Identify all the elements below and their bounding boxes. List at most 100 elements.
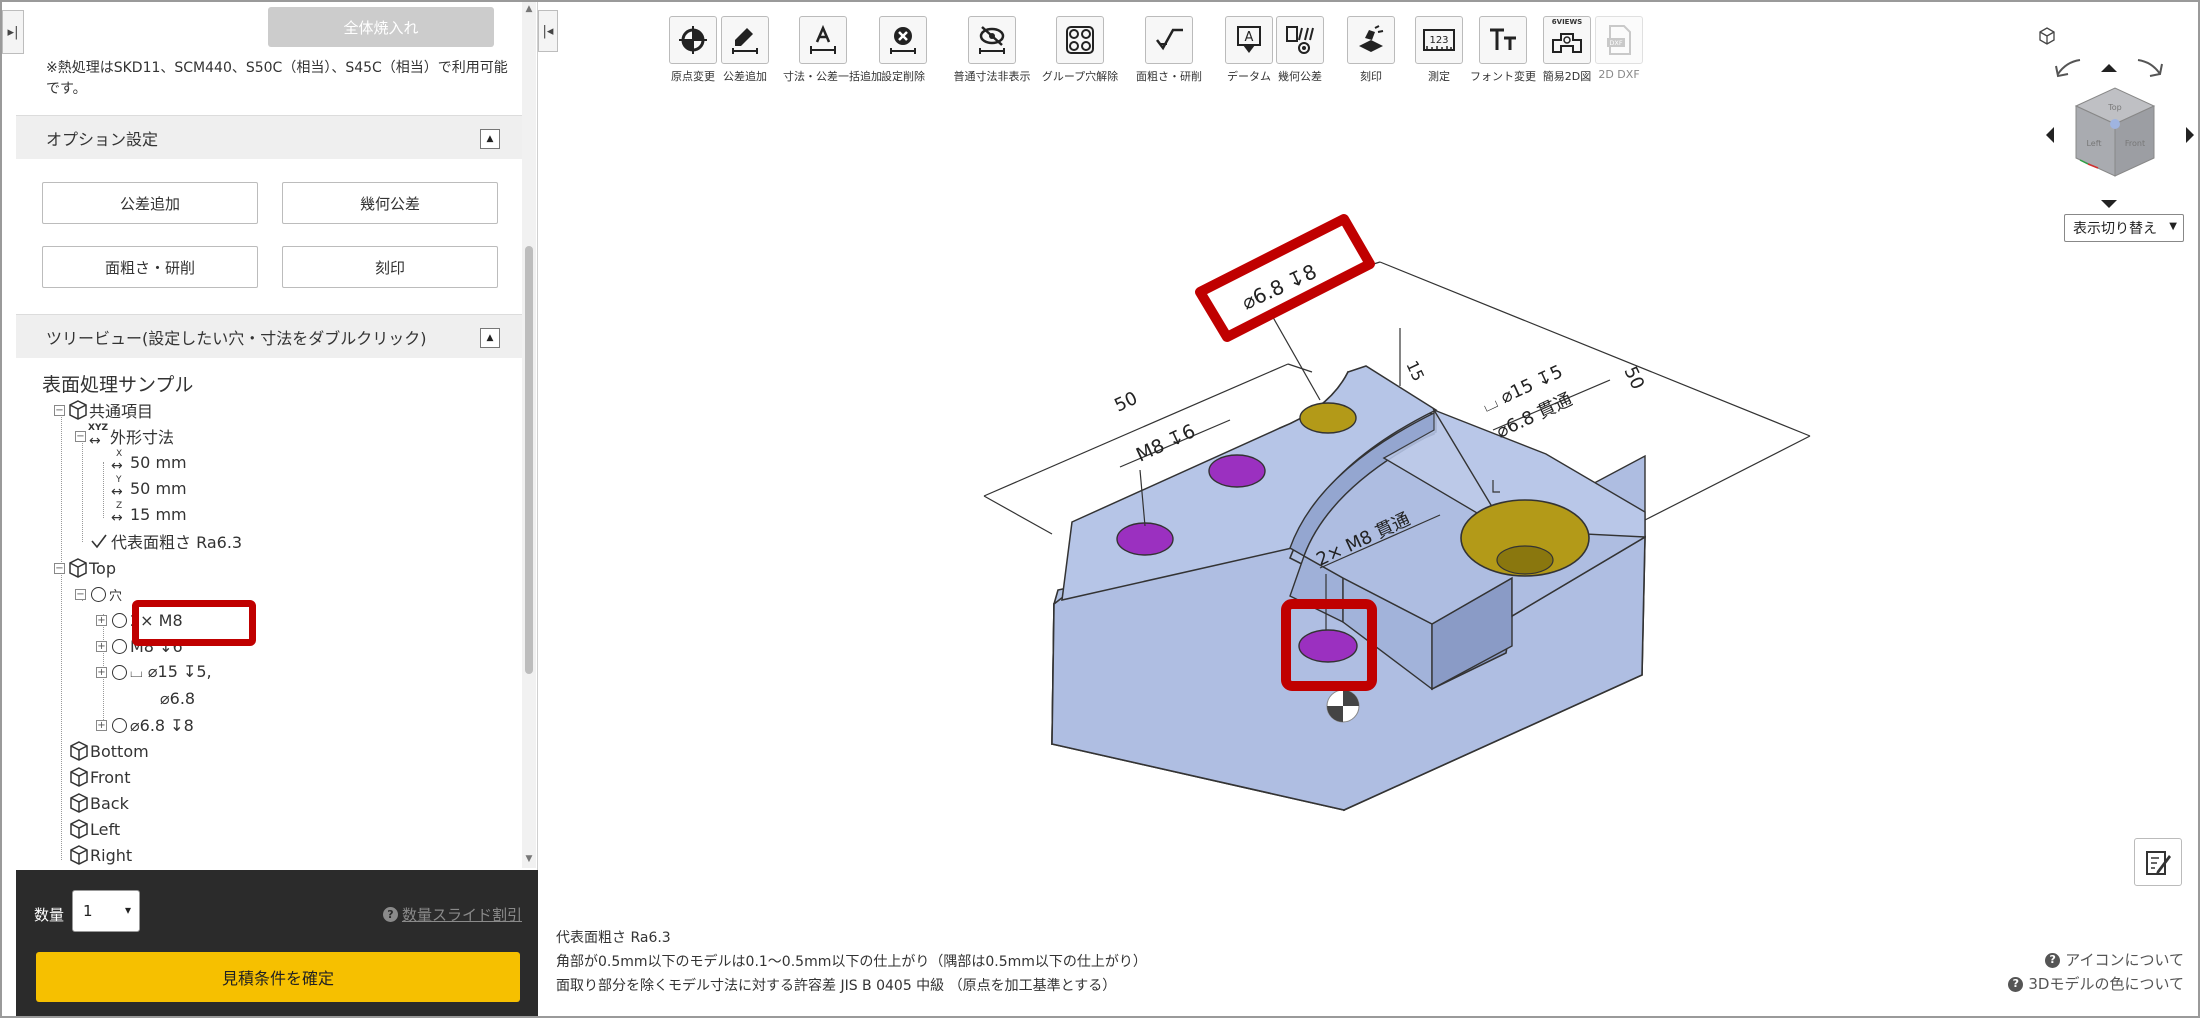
home-view-icon[interactable]: [2039, 27, 2055, 45]
tree-item-front[interactable]: Front: [68, 765, 130, 789]
option-section-title: オプション設定: [46, 129, 159, 149]
ungroup-holes-icon: [1056, 16, 1104, 64]
scroll-up-arrow-icon[interactable]: ▲: [525, 4, 533, 14]
collapse-up-icon[interactable]: ▲: [480, 129, 500, 149]
toolbar-label: 公差追加: [723, 70, 767, 83]
cube-icon: [70, 845, 88, 865]
tree-item-back[interactable]: Back: [68, 791, 129, 815]
view-up-arrow-icon[interactable]: [2101, 64, 2117, 72]
geometric-tolerance-button[interactable]: 幾何公差: [282, 182, 498, 224]
toolbar-2d-dxf-button[interactable]: DXF 2D DXF: [1584, 16, 1654, 81]
toolbar-ungroup-holes-button[interactable]: グループ穴解除: [1040, 16, 1120, 84]
viewer-3d[interactable]: |◂ 原点変更 公差追加 寸法・公差一括追加 設定削除 普通寸法非表示 グループ…: [538, 2, 2198, 1016]
toolbar-stamp-button[interactable]: 刻印: [1336, 16, 1406, 84]
y-axis-label: Y: [116, 475, 122, 485]
toolbar-datum-button[interactable]: A データム: [1214, 16, 1284, 84]
info-line-corner: 角部が0.5mm以下のモデルは0.1～0.5mm以下の仕上がり（隅部は0.5mm…: [556, 954, 1147, 970]
view-right-arrow-icon[interactable]: [2186, 127, 2194, 143]
left-panel: ▸| 全体焼入れ ※熱処理はSKD11、SCM440、S50C（相当）、S45C…: [2, 2, 538, 1016]
tree-item-label: ⌴ ⌀15 ↧5,: [130, 662, 212, 681]
svg-text:A: A: [1245, 30, 1254, 45]
toolbar-label: グループ穴解除: [1041, 70, 1119, 83]
view-left-arrow-icon[interactable]: [2046, 127, 2054, 143]
toolbar-surface-roughness-button[interactable]: 面粗さ・研削: [1134, 16, 1204, 84]
dimension-15-label: 15: [1402, 358, 1428, 384]
tree-item-left[interactable]: Left: [68, 817, 120, 841]
toolbar-font-change-button[interactable]: フォント変更: [1468, 16, 1538, 84]
toolbar-measure-button[interactable]: 123 測定: [1404, 16, 1474, 84]
collapse-left-panel-button[interactable]: ▸|: [2, 10, 24, 54]
tree-expand-box[interactable]: +: [96, 614, 107, 626]
rotate-right-arrow-icon[interactable]: [2137, 59, 2163, 77]
tree-expand-box[interactable]: +: [96, 719, 107, 731]
collapse-toolbar-button[interactable]: |◂: [538, 10, 558, 52]
cube-icon: [70, 741, 88, 761]
cad-model-canvas[interactable]: 50 50 15 M8 ↧6 ⌀6.8 ↧8 2× M8 貫通 ⌴ ⌀15 ↧5…: [538, 2, 2198, 1016]
tree-collapse-box[interactable]: −: [75, 588, 86, 600]
add-tolerance-button[interactable]: 公差追加: [42, 182, 258, 224]
option-section-header[interactable]: オプション設定 ▲: [16, 115, 522, 159]
toolbar-simple-2d-button[interactable]: 6VIEWS 簡易2D図: [1532, 16, 1602, 84]
heat-treatment-note: ※熱処理はSKD11、SCM440、S50C（相当）、S45C（相当）で利用可能…: [46, 60, 508, 97]
tree-section-header[interactable]: ツリービュー(設定したい穴・寸法をダブルクリック) ▲: [16, 314, 522, 358]
tree-item-top[interactable]: − Top: [54, 556, 116, 580]
collapse-up-icon[interactable]: ▲: [480, 328, 500, 348]
hide-dimension-icon: [968, 16, 1016, 64]
tree-item-label: 外形寸法: [110, 428, 175, 447]
toolbar-label: 幾何公差: [1278, 70, 1322, 83]
toolbar-origin-change-button[interactable]: 原点変更: [658, 16, 728, 84]
toolbar-hide-dimension-button[interactable]: 普通寸法非表示: [950, 16, 1034, 84]
icons-help-link[interactable]: ?アイコンについて: [2008, 948, 2184, 972]
cube-face-top-label: Top: [2107, 103, 2122, 112]
left-panel-scrollbar[interactable]: ▲ ▼: [522, 2, 536, 868]
tree-item-hole-2x-m8[interactable]: + 2× M8: [96, 608, 183, 632]
origin-icon: [669, 16, 717, 64]
surface-roughness-button[interactable]: 面粗さ・研削: [42, 246, 258, 288]
tree-collapse-box[interactable]: −: [54, 404, 65, 416]
tree-collapse-box[interactable]: −: [54, 562, 65, 574]
view-switch-dropdown[interactable]: 表示切り替え ▼: [2064, 214, 2184, 242]
confirm-quote-button[interactable]: 見積条件を確定: [36, 952, 520, 1002]
rotate-left-arrow-icon[interactable]: [2055, 59, 2081, 78]
toolbar-batch-dimension-button[interactable]: 寸法・公差一括追加: [783, 16, 882, 84]
question-icon: ?: [382, 907, 398, 922]
tree-item-right[interactable]: Right: [68, 843, 132, 867]
quantity-slide-discount-link[interactable]: ? 数量スライド割引: [382, 904, 522, 925]
quantity-select[interactable]: 1 ▾: [72, 890, 140, 932]
tree-item-y-dimension[interactable]: Y↔ 50 mm: [110, 475, 187, 500]
all-burn-button[interactable]: 全体焼入れ: [268, 7, 494, 47]
tree-expand-box[interactable]: +: [96, 640, 107, 652]
tree-item-x-dimension[interactable]: X↔ 50 mm: [110, 449, 187, 474]
tree-item-hole-group[interactable]: − 穴: [75, 582, 122, 606]
x-dimension-icon: X↔: [111, 449, 123, 474]
dimension-batch-icon: [799, 16, 847, 64]
tree-item-common[interactable]: − 共通項目: [54, 398, 153, 422]
memo-edit-button[interactable]: [2134, 838, 2182, 886]
toolbar-geometric-tolerance-button[interactable]: 幾何公差: [1265, 16, 1335, 84]
view-cube[interactable]: Top Front Left: [2074, 87, 2156, 177]
model-holes: [1116, 402, 1590, 723]
tree-item-roughness[interactable]: 代表面粗さ Ra6.3: [90, 529, 242, 553]
six-views-badge: 6VIEWS: [1551, 18, 1583, 26]
model-body: [1051, 365, 1646, 812]
tree-collapse-box[interactable]: −: [75, 430, 86, 442]
tree-item-hole-68[interactable]: + ⌀6.8 ↧8: [96, 713, 194, 737]
tree-item-outer-dimension[interactable]: − XYZ ↔ 外形寸法: [75, 423, 175, 449]
model-colors-help-link[interactable]: ?3Dモデルの色について: [2008, 972, 2184, 996]
scroll-thumb[interactable]: [525, 246, 533, 674]
tree-item-hole-counterbore[interactable]: + ⌴ ⌀15 ↧5,: [96, 660, 212, 684]
tree-item-bottom[interactable]: Bottom: [68, 739, 149, 763]
question-icon: ?: [2045, 952, 2061, 968]
toolbar-label: 2D DXF: [1598, 68, 1640, 81]
toolbar-add-tolerance-button[interactable]: 公差追加: [710, 16, 780, 84]
toolbar-delete-setting-button[interactable]: 設定削除: [868, 16, 938, 84]
scroll-down-arrow-icon[interactable]: ▼: [525, 854, 533, 864]
stamp-button[interactable]: 刻印: [282, 246, 498, 288]
xyz-arrow-icon: XYZ ↔: [88, 423, 108, 449]
tree-item-z-dimension[interactable]: Z↔ 15 mm: [110, 501, 187, 526]
view-down-arrow-icon[interactable]: [2101, 200, 2117, 208]
view-cube-widget[interactable]: Top Front Left: [2018, 22, 2200, 212]
toolbar-label: 面粗さ・研削: [1136, 70, 1202, 83]
tree-expand-box[interactable]: +: [96, 666, 107, 678]
icons-help-label: アイコンについて: [2065, 951, 2184, 969]
